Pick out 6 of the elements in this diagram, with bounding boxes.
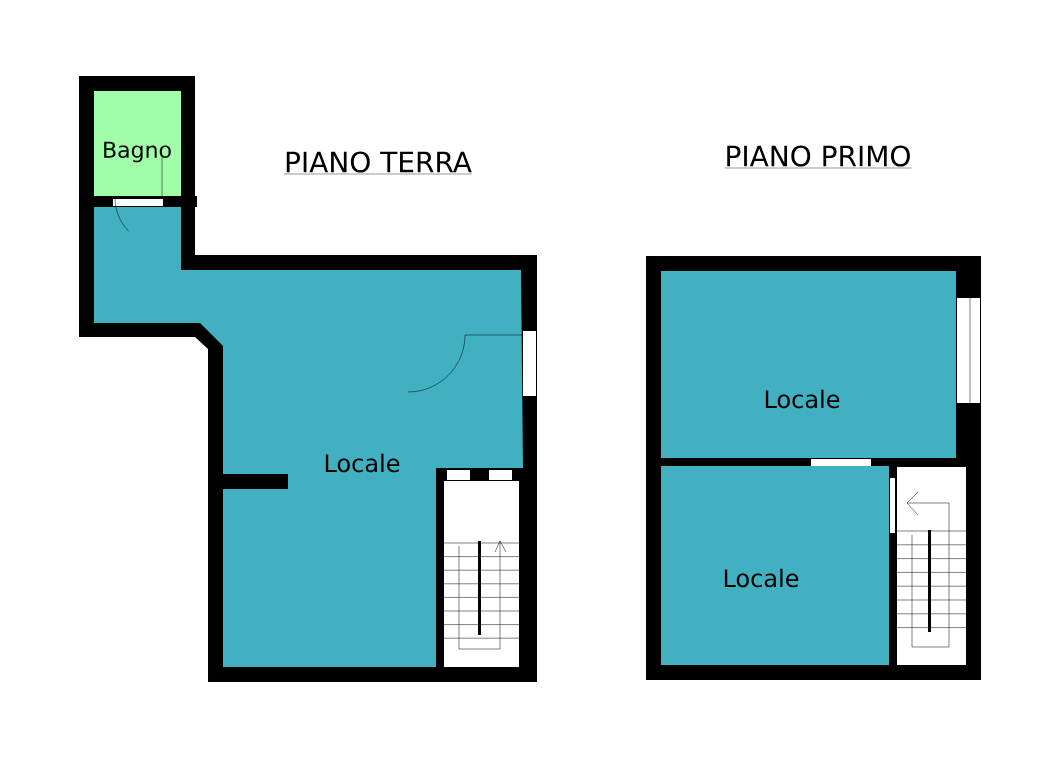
room: Locale [661, 466, 889, 665]
room: Locale [94, 207, 523, 667]
room: Bagno [94, 91, 181, 196]
room: Locale [661, 271, 956, 458]
floor-title: PIANO TERRA [283, 151, 473, 175]
floor-title: PIANO PRIMO [724, 145, 912, 169]
